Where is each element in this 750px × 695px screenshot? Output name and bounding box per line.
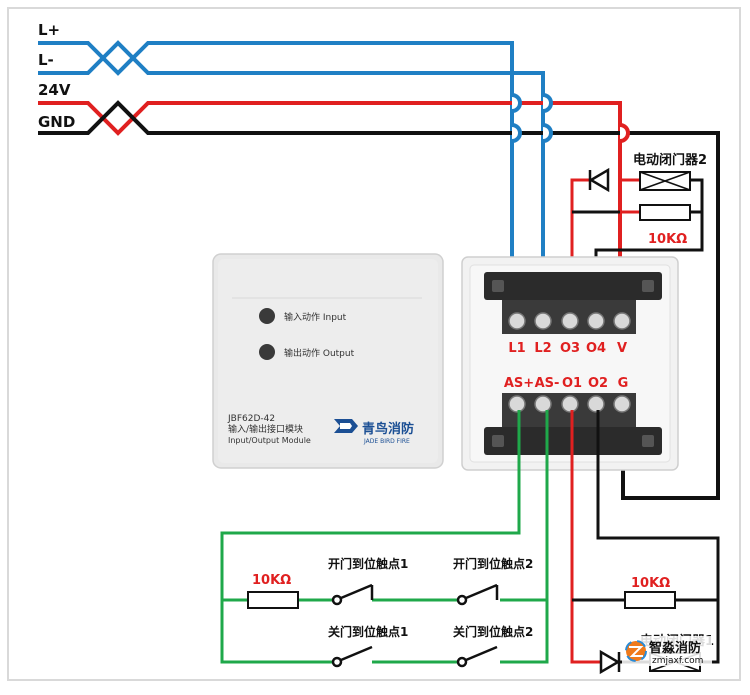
label-gnd: GND — [38, 113, 75, 131]
terminal-v: V — [617, 341, 627, 356]
contact-labels: 开门到位触点1 开门到位触点2 关门到位触点1 关门到位触点2 — [328, 556, 533, 639]
terminal-as-minus: AS- — [535, 376, 560, 391]
hop-l2-24v — [542, 93, 553, 113]
contact-circuit — [220, 410, 549, 664]
terminal-labels-top: L1 L2 O3 O4 V — [508, 341, 627, 356]
terminal-g: G — [618, 376, 629, 391]
terminal-base — [461, 256, 679, 471]
module-name-cn: 输入/输出接口模块 — [228, 423, 303, 435]
watermark-logo-icon — [625, 640, 647, 662]
label-24v: 24V — [38, 81, 71, 99]
closer-2-label: 电动闭门器2 — [633, 152, 707, 168]
hop-v-gnd — [619, 123, 630, 143]
terminal-l2: L2 — [534, 341, 551, 356]
terminal-o2: O2 — [588, 376, 608, 391]
door-closer-2 — [639, 171, 691, 191]
watermark-text-en: zmjaxf.com — [652, 656, 703, 666]
terminal-o4: O4 — [586, 341, 606, 356]
contact-open-1-label: 开门到位触点1 — [328, 556, 408, 571]
wire-gnd — [38, 100, 720, 500]
led-output — [259, 344, 275, 360]
wire-as-plus — [220, 410, 521, 664]
brand-logo: 青鸟消防 JADE BIRD FIRE — [334, 419, 414, 445]
led-output-label: 输出动作 Output — [284, 347, 355, 359]
diode-bottom — [599, 649, 621, 675]
terminal-l1: L1 — [508, 341, 525, 356]
resistor-top — [639, 204, 691, 221]
screws-bottom — [508, 395, 631, 413]
hop-l2-gnd — [542, 123, 553, 143]
resistor-bottom — [624, 591, 676, 609]
contact-close-2-label: 关门到位触点2 — [453, 624, 533, 639]
contact-open-2-label: 开门到位触点2 — [453, 556, 533, 571]
contact-close-1-label: 关门到位触点1 — [328, 624, 408, 639]
watermark: 智淼消防 zmjaxf.com — [622, 636, 712, 666]
module-name-en: Input/Output Module — [228, 436, 311, 445]
wire-o1-down — [570, 410, 600, 664]
wire-as-minus — [500, 410, 549, 664]
module-model: JBF62D-42 — [227, 414, 275, 424]
brand-name-en: JADE BIRD FIRE — [363, 438, 410, 445]
terminal-o1: O1 — [562, 376, 582, 391]
terminal-as-plus: AS+ — [504, 376, 534, 391]
wire-hops — [511, 93, 630, 143]
diode-top — [588, 167, 610, 193]
resistor-bottom-label: 10KΩ — [631, 576, 670, 591]
terminal-labels-bottom: AS+ AS- O1 O2 G — [504, 376, 629, 391]
watermark-text-cn: 智淼消防 — [649, 640, 701, 656]
led-input-label: 输入动作 Input — [284, 311, 347, 323]
label-l-minus: L- — [38, 51, 54, 69]
screws-top — [508, 312, 631, 330]
resistor-top-label: 10KΩ — [648, 232, 687, 247]
hop-l1-gnd — [511, 123, 522, 143]
module-front: 输入动作 Input 输出动作 Output JBF62D-42 输入/输出接口… — [212, 253, 444, 469]
hop-l1-24v — [511, 93, 522, 113]
led-input — [259, 308, 275, 324]
switch-close-2 — [456, 645, 498, 668]
bus-labels: L+ L- 24V GND — [38, 21, 75, 131]
contact-switches — [331, 583, 499, 668]
resistor-left — [247, 591, 299, 609]
switch-open-1 — [331, 583, 374, 606]
terminal-o3: O3 — [560, 341, 580, 356]
switch-close-1 — [331, 645, 373, 668]
switch-open-2 — [456, 583, 499, 606]
resistor-left-label: 10KΩ — [252, 573, 291, 588]
brand-name-cn: 青鸟消防 — [362, 421, 414, 437]
label-l-plus: L+ — [38, 21, 60, 39]
